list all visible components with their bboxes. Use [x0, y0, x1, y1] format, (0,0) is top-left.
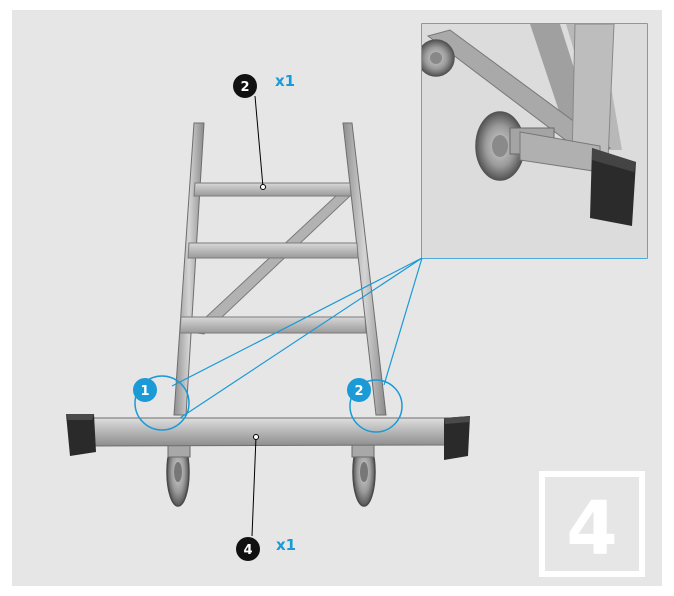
step-number-box — [539, 471, 645, 577]
quantity-bottom: x1 — [276, 536, 296, 554]
joint-number-left: 1 — [140, 384, 149, 399]
step-number: 4 — [566, 486, 618, 572]
quantity-top: x1 — [275, 72, 295, 90]
zoom-lines — [171, 257, 423, 419]
ladder-section-illustration — [173, 122, 387, 416]
joint-badge-left — [133, 378, 157, 402]
part-number-top: 2 — [240, 80, 249, 95]
joint-number-right: 2 — [354, 384, 363, 399]
joint-badge-right — [347, 378, 371, 402]
part-badge-bottom — [236, 537, 260, 561]
part-badge-top — [233, 74, 257, 98]
leader-line-bottom — [251, 436, 257, 537]
detail-inset-illustration — [422, 24, 647, 258]
leader-line-top — [254, 95, 264, 188]
part-number-bottom: 4 — [243, 543, 252, 558]
joint-circle-right — [349, 379, 403, 433]
joint-circle-left — [134, 375, 190, 431]
